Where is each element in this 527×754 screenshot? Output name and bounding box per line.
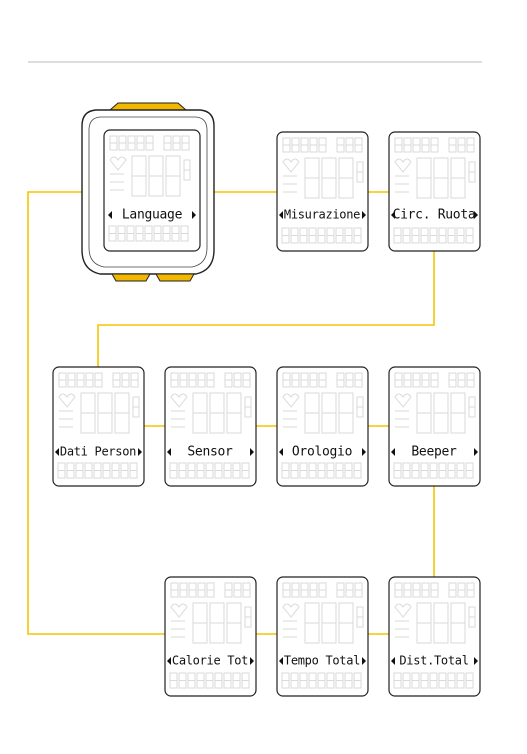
screen-orologio: Orologio [277, 367, 368, 486]
menu-label-sensor: Sensor [187, 445, 233, 460]
screen-misurazione: Misurazione [277, 132, 368, 251]
menu-label-dati-person: Dati Person [60, 445, 136, 459]
screen-tempo-total: Tempo Total [277, 577, 368, 696]
screen-dati-person: Dati Person [53, 367, 144, 486]
screen-circ-ruota: Circ. Ruota [389, 132, 480, 251]
menu-label-orologio: Orologio [292, 445, 352, 460]
device-bottom-left-button [112, 274, 150, 281]
screen-dist-total: Dist.Total [389, 577, 480, 696]
menu-label-circ-ruota: Circ. Ruota [393, 208, 476, 223]
screen-sensor: Sensor [165, 367, 256, 486]
device-top-button [110, 103, 186, 110]
screen-calorie-tot: Calorie Tot [165, 577, 256, 696]
menu-label-dist-total: Dist.Total [399, 654, 468, 668]
menu-label-misurazione: Misurazione [284, 208, 360, 222]
screen-language: Language [104, 130, 200, 251]
menu-label-tempo-total: Tempo Total [284, 654, 360, 668]
menu-label-calorie-tot: Calorie Tot [172, 654, 248, 668]
menu-label-language: Language [122, 208, 183, 223]
device-bottom-right-button [156, 274, 194, 281]
screen-beeper: Beeper [389, 367, 480, 486]
menu-label-beeper: Beeper [411, 445, 457, 460]
